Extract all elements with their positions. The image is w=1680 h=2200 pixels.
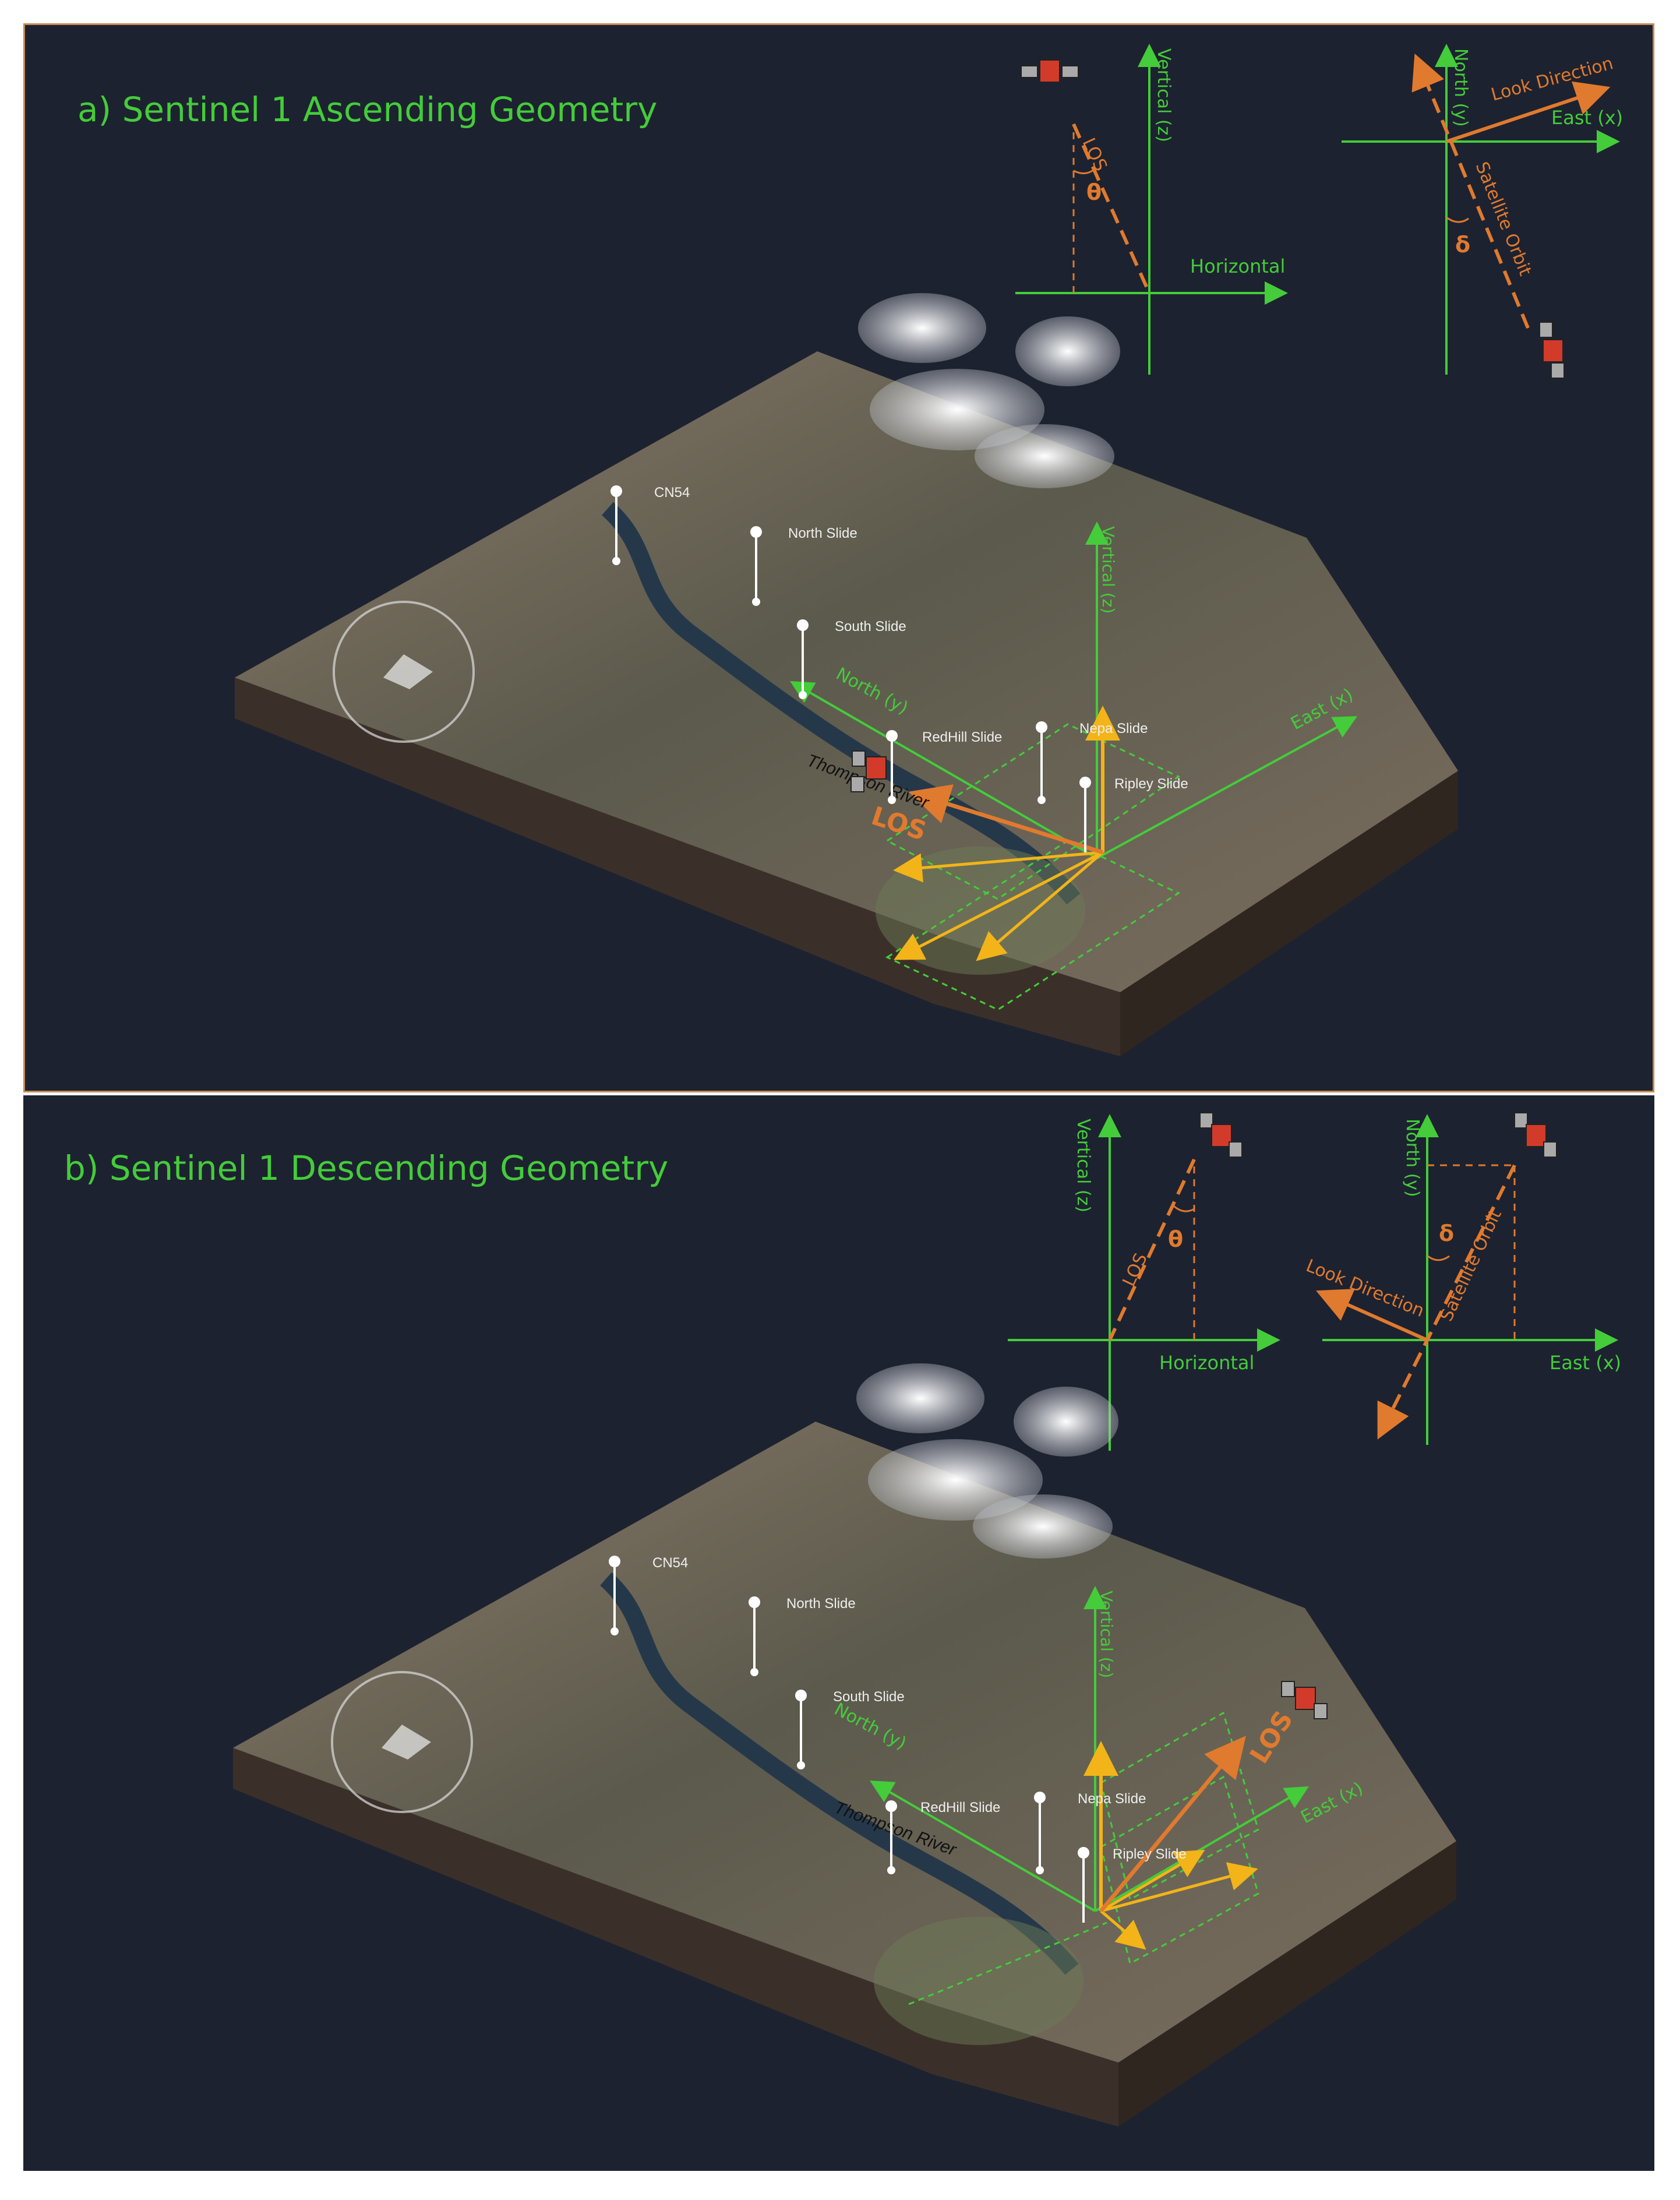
compass-rose-icon — [331, 1671, 473, 1813]
ascending-diagram: a) Sentinel 1 Ascending Geometry θ LOS V… — [77, 44, 1623, 1056]
terrain-vertical-label: Vertical (z) — [1099, 526, 1118, 614]
svg-text:RedHill Slide: RedHill Slide — [920, 1800, 1000, 1815]
svg-text:Nepa Slide: Nepa Slide — [1079, 721, 1148, 736]
marker-cn54: CN54 — [609, 1555, 688, 1635]
marker-north-slide: North Slide — [750, 526, 857, 606]
descending-diagram: b) Sentinel 1 Descending Geometry θ LOS … — [64, 1112, 1621, 2127]
marker-north-slide: North Slide — [749, 1596, 856, 1676]
panel-ascending: a) Sentinel 1 Ascending Geometry θ LOS V… — [23, 23, 1654, 1092]
svg-text:Ripley Slide: Ripley Slide — [1113, 1846, 1187, 1862]
north-axis-label: North (y) — [1402, 1119, 1423, 1197]
vertical-axis-label: Vertical (z) — [1153, 48, 1174, 142]
panel-descending: b) Sentinel 1 Descending Geometry θ LOS … — [23, 1095, 1654, 2171]
vertical-axis-label: Vertical (z) — [1073, 1119, 1093, 1212]
landslide-markers: CN54 North Slide South Slide RedHill Sli… — [609, 1555, 1187, 1923]
satellite-icon — [850, 750, 887, 792]
svg-text:South Slide: South Slide — [833, 1689, 905, 1705]
svg-text:CN54: CN54 — [654, 485, 690, 500]
los-label: LOS — [1119, 1250, 1152, 1290]
marker-nepa-slide: Nepa Slide — [1034, 1791, 1146, 1874]
cloud-icon — [856, 1363, 1118, 1559]
marker-ripley-slide: Ripley Slide — [1078, 1846, 1187, 1923]
east-axis-label: East (x) — [1551, 107, 1623, 129]
marker-cn54: CN54 — [610, 485, 690, 565]
heading-angle: δ — [1455, 232, 1470, 258]
svg-text:Ripley Slide: Ripley Slide — [1114, 776, 1188, 792]
north-axis-label: North (y) — [1450, 48, 1471, 127]
svg-text:North Slide: North Slide — [788, 526, 857, 541]
svg-text:South Slide: South Slide — [835, 619, 906, 634]
incidence-angle: θ — [1168, 1226, 1183, 1252]
cloud-icon — [858, 293, 1120, 488]
plan-view-inset: Look Direction Satellite Orbit δ North (… — [1342, 44, 1623, 379]
terrain-block — [235, 351, 1458, 1056]
svg-text:RedHill Slide: RedHill Slide — [922, 729, 1002, 745]
satellite-icon — [1199, 1112, 1243, 1158]
terrain-vertical-label: Vertical (z) — [1097, 1591, 1116, 1678]
marker-redhill-slide: RedHill Slide — [886, 729, 1002, 804]
compass-rose-icon — [333, 601, 475, 743]
orbit-label: Satellite Orbit — [1471, 159, 1536, 279]
side-view-inset: θ LOS Vertical (z) Horizontal — [1015, 44, 1288, 375]
marker-redhill-slide: RedHill Slide — [885, 1800, 1000, 1874]
side-view-inset: θ LOS Vertical (z) Horizontal — [1008, 1112, 1280, 1451]
satellite-icon — [1514, 1112, 1557, 1158]
svg-text:CN54: CN54 — [652, 1555, 688, 1571]
east-axis-label: East (x) — [1550, 1352, 1621, 1374]
marker-ripley-slide: Ripley Slide — [1079, 776, 1188, 852]
horizontal-axis-label: Horizontal — [1190, 255, 1285, 277]
heading-angle: δ — [1439, 1221, 1454, 1246]
landslide-markers: CN54 North Slide South Slide RedHill Sli… — [610, 485, 1188, 852]
svg-text:Nepa Slide: Nepa Slide — [1078, 1791, 1146, 1807]
satellite-icon — [1021, 59, 1079, 83]
marker-south-slide: South Slide — [797, 619, 906, 699]
satellite-icon — [1539, 322, 1565, 379]
incidence-angle: θ — [1086, 179, 1102, 205]
look-direction-label: Look Direction — [1489, 53, 1615, 105]
panel-title: a) Sentinel 1 Ascending Geometry — [77, 90, 657, 129]
panel-title: b) Sentinel 1 Descending Geometry — [64, 1148, 668, 1188]
los-label: LOS — [1078, 135, 1111, 175]
horizontal-axis-label: Horizontal — [1159, 1352, 1254, 1374]
terrain-block — [233, 1422, 1456, 2127]
satellite-icon — [1281, 1681, 1328, 1719]
plan-view-inset: Look Direction Satellite Orbit δ North (… — [1303, 1112, 1621, 1445]
svg-text:North Slide: North Slide — [786, 1596, 856, 1612]
marker-nepa-slide: Nepa Slide — [1036, 721, 1148, 804]
marker-south-slide: South Slide — [795, 1689, 905, 1769]
